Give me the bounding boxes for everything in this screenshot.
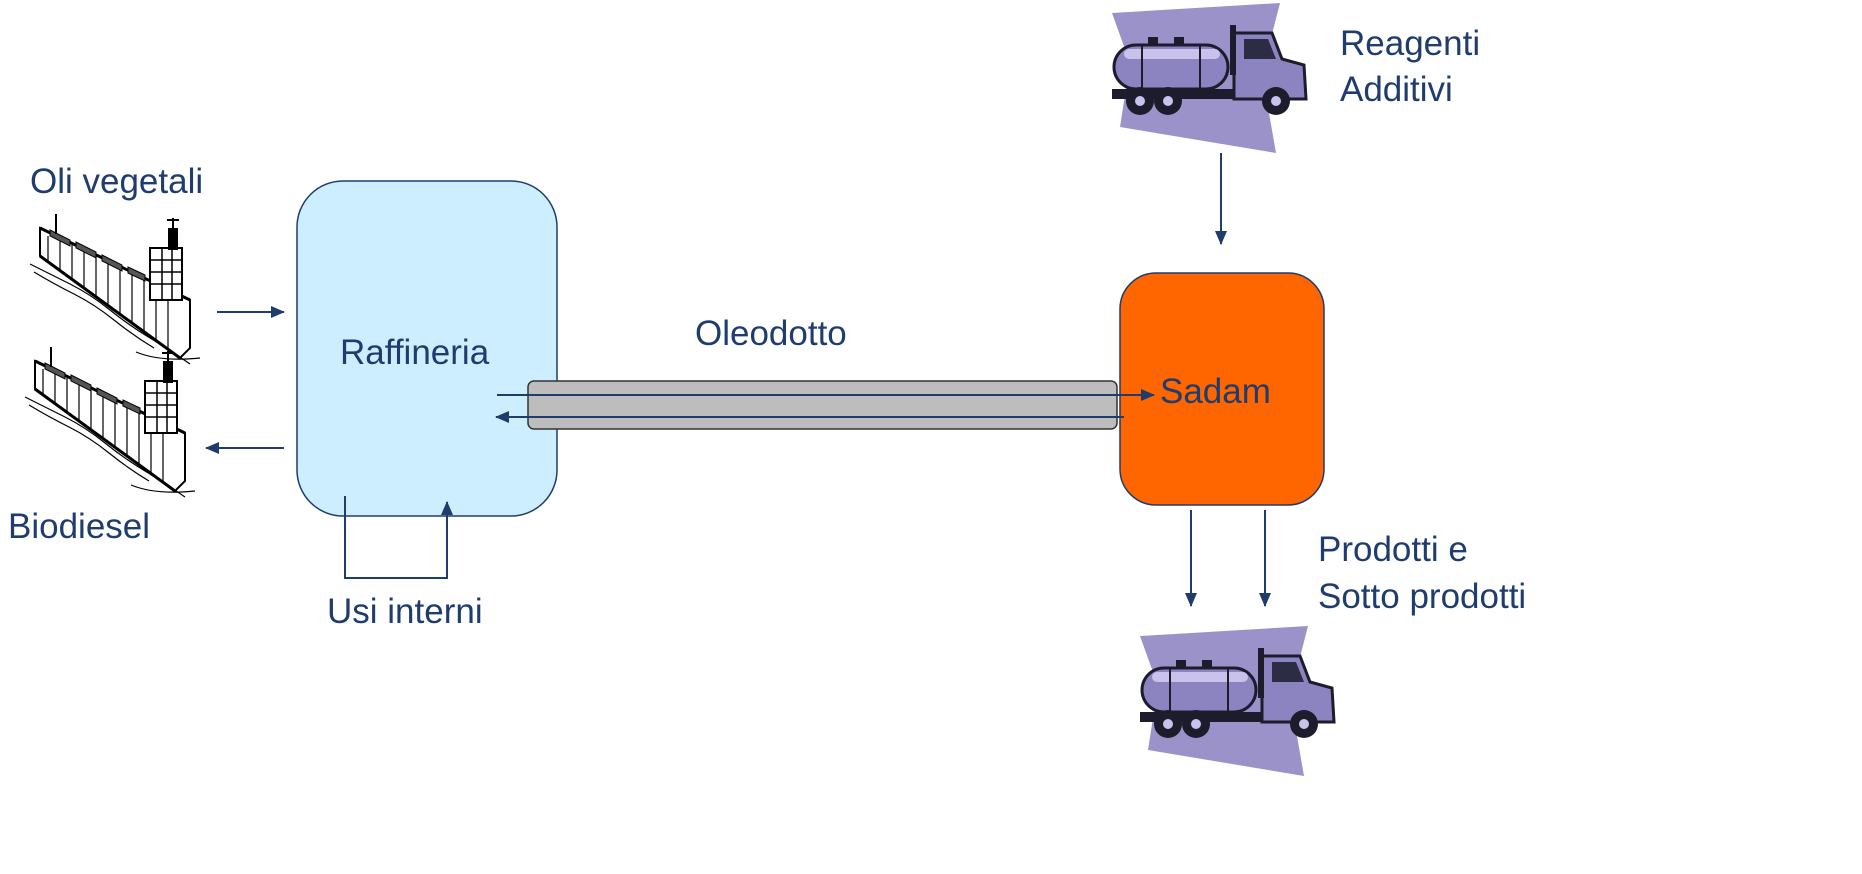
label-oleodotto: Oleodotto <box>695 314 847 353</box>
label-sadam: Sadam <box>1160 372 1271 411</box>
label-additivi: Additivi <box>1340 70 1453 109</box>
usi-interni-loop <box>344 496 453 579</box>
label-biodiesel: Biodiesel <box>8 507 151 546</box>
raffineria-box <box>296 180 558 517</box>
truck-icon-bottom <box>1138 624 1336 778</box>
label-oli-vegetali: Oli vegetali <box>30 162 204 201</box>
ship-icon-out <box>23 345 197 499</box>
oleodotto-pipe <box>527 380 1118 430</box>
sadam-box <box>1119 272 1325 506</box>
label-usi-interni: Usi interni <box>327 592 483 631</box>
label-sotto-prodotti: Sotto prodotti <box>1318 577 1527 616</box>
label-reagenti: Reagenti <box>1340 24 1481 63</box>
label-raffineria: Raffineria <box>340 333 490 372</box>
label-prodotti-e: Prodotti e <box>1318 530 1468 569</box>
truck-icon-top <box>1110 1 1308 155</box>
ship-icon-in <box>28 212 202 366</box>
